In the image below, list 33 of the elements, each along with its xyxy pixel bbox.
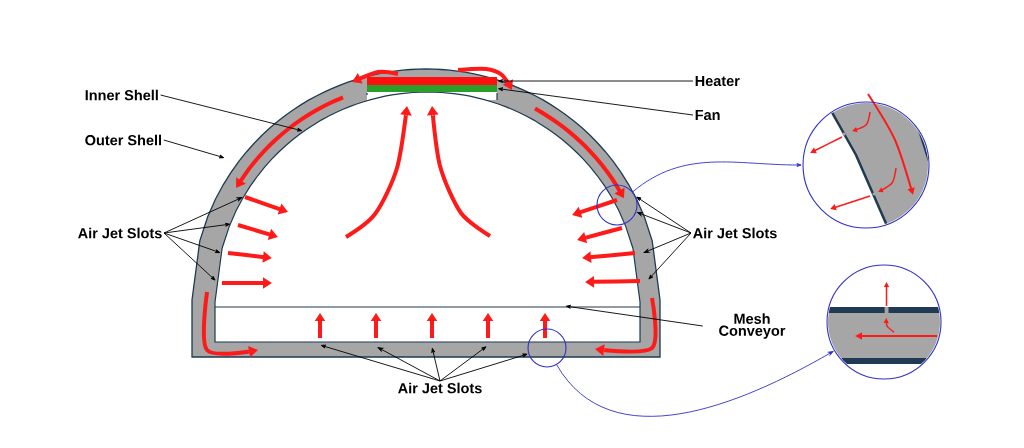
leader-line	[163, 222, 231, 234]
heater-bar	[367, 77, 497, 85]
fan-bar	[367, 85, 497, 92]
part-label: Air Jet Slots	[78, 227, 162, 239]
leader-line	[565, 304, 704, 327]
leader-line	[498, 87, 694, 116]
leader-line	[163, 232, 221, 254]
part-label: Air Jet Slots	[693, 227, 777, 239]
connector-arrow	[632, 161, 802, 193]
leader-line	[160, 94, 303, 132]
leader-line	[163, 197, 243, 234]
leader-line	[163, 139, 225, 159]
leader-line	[320, 344, 441, 382]
leader-line	[643, 232, 692, 253]
part-label: Mesh Conveyor	[719, 313, 786, 339]
leader-line	[377, 347, 441, 382]
leader-line	[163, 232, 216, 281]
detail-circle	[826, 264, 942, 380]
leader-line	[498, 79, 694, 83]
part-label: Outer Shell	[85, 134, 162, 146]
leader-line	[648, 232, 692, 280]
part-label: Fan	[695, 109, 720, 121]
connector-arrow	[556, 351, 834, 417]
leader-line	[431, 347, 441, 382]
part-label: Inner Shell	[85, 89, 158, 101]
leader-line	[637, 212, 692, 234]
leader-line	[636, 196, 692, 234]
magnifier-circle	[527, 328, 567, 368]
magnifier-circle	[596, 184, 638, 226]
part-label: Air Jet Slots	[398, 382, 482, 394]
part-label: Heater	[695, 75, 740, 87]
leader-line	[439, 346, 487, 382]
leader-line	[439, 353, 528, 382]
